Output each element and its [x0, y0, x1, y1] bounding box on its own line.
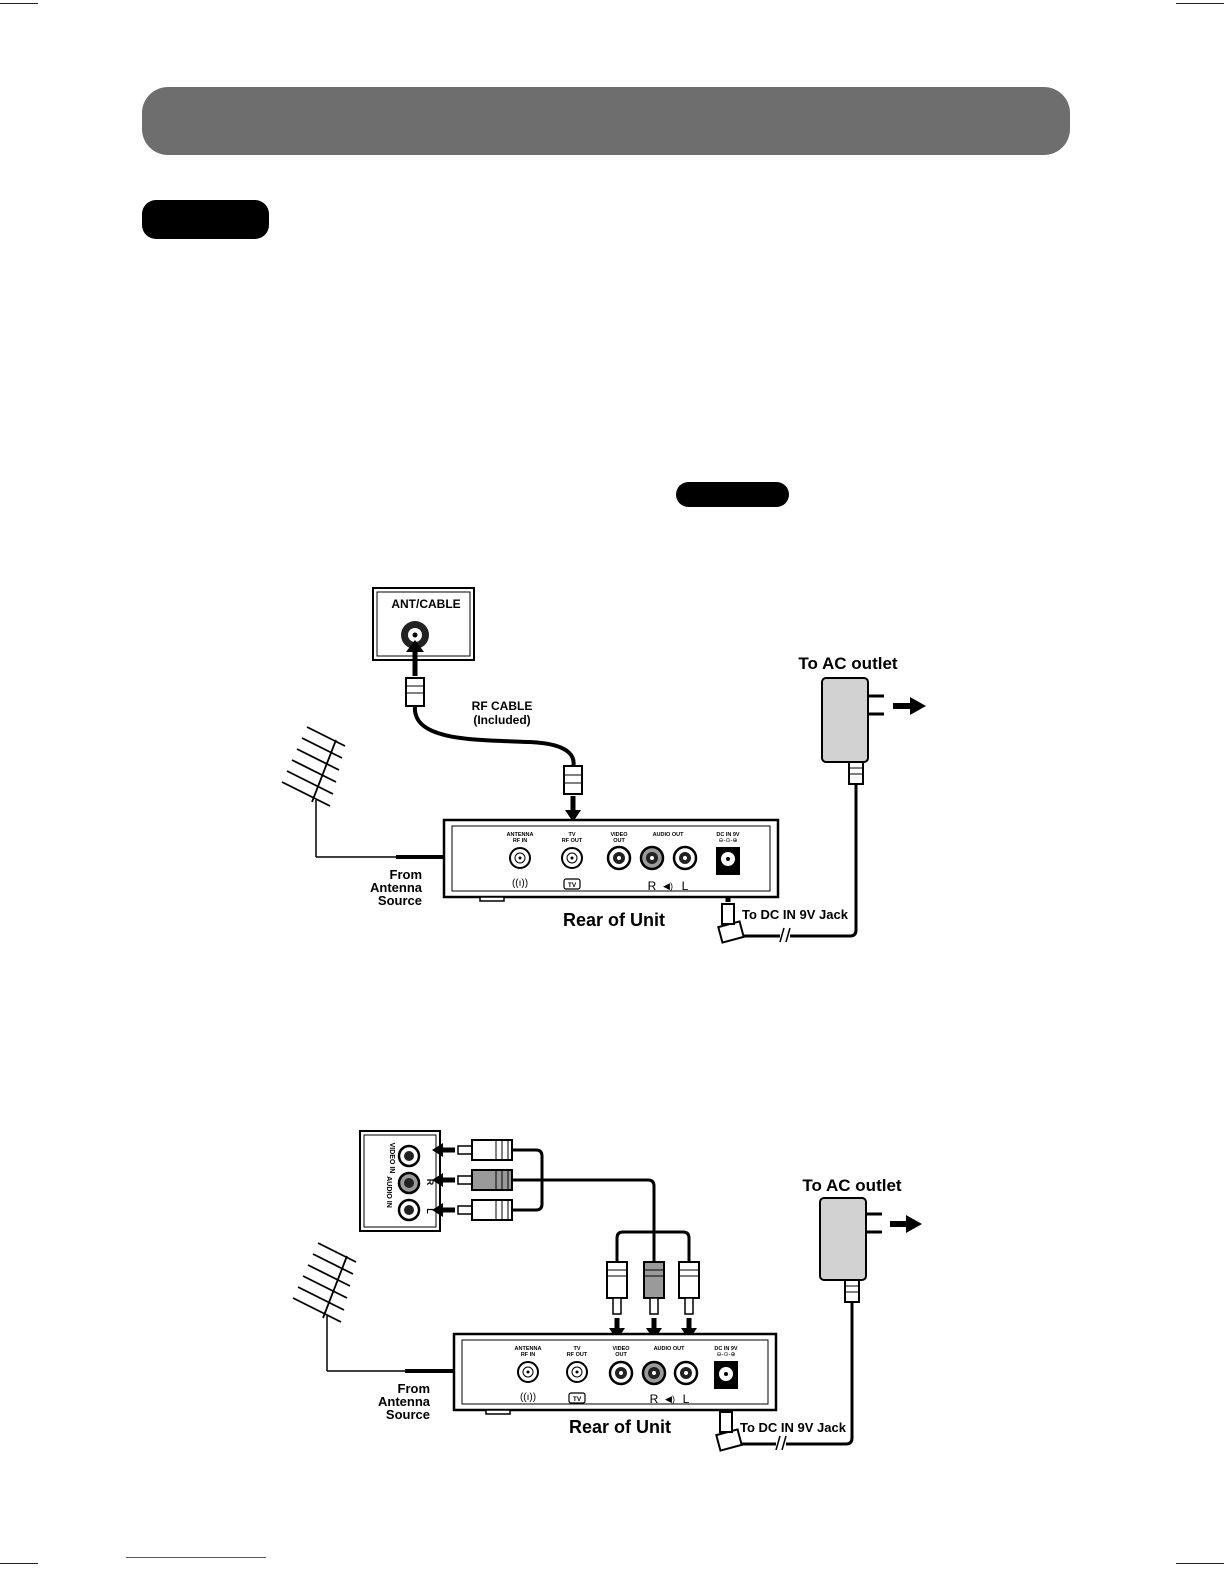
tv-l-label: L	[425, 1208, 435, 1214]
rear-panel: ANTENNA RF IN ((ı)) TV RF OUT TV VIDEO O…	[442, 818, 780, 902]
tv-input-panel: VIDEO IN AUDIO IN R L	[359, 1130, 441, 1232]
rca-plugs-tv-side	[432, 1139, 513, 1221]
from-label: From	[398, 1381, 431, 1396]
video-port-label: VIDEO	[612, 1346, 630, 1352]
antenna-icon	[281, 726, 456, 859]
header-bar	[142, 87, 1070, 155]
tv-port-label: TV	[568, 832, 575, 838]
rca-cable	[512, 1148, 691, 1262]
video-out-port-label: OUT	[613, 838, 625, 844]
antenna-icon	[292, 1242, 465, 1373]
antenna-label: Antenna	[370, 880, 423, 895]
rf-out-port-label: RF OUT	[562, 838, 583, 844]
polarity-icon: ⊖-⊙-⊕	[718, 838, 737, 844]
rf-in-port-label: RF IN	[513, 838, 527, 844]
video-in-label: VIDEO IN	[388, 1143, 395, 1174]
audio-out-label: AUDIO OUT	[653, 832, 685, 838]
av-connection-diagram: VIDEO IN AUDIO IN R L	[0, 1110, 1224, 1490]
polarity-icon: ⊖-⊙-⊕	[716, 1352, 735, 1358]
from-label: From	[390, 867, 423, 882]
source-label: Source	[386, 1407, 430, 1422]
dc-in-label: DC IN 9V	[716, 832, 740, 838]
rf-cable-note: (Included)	[473, 713, 530, 727]
tv-r-label: R	[425, 1179, 435, 1186]
r-label: R	[650, 1392, 659, 1406]
l-label: L	[682, 879, 689, 893]
antenna-port-label: ANTENNA	[507, 832, 534, 838]
ac-adapter-icon	[821, 677, 926, 785]
antenna-connection-diagram: ANT/CABLE RF CABLE (Included) To AC outl…	[0, 570, 1224, 960]
crop-mark	[0, 3, 38, 4]
diagram-1-svg: ANT/CABLE RF CABLE (Included) To AC outl…	[281, 587, 926, 944]
dc-plug-icon	[717, 903, 745, 944]
signal-icon: ((ı))	[520, 1392, 536, 1403]
power-cord	[740, 784, 858, 938]
video-port-label: VIDEO	[610, 832, 628, 838]
crop-mark	[1176, 3, 1224, 4]
rear-of-unit-label: Rear of Unit	[563, 910, 665, 930]
rear-panel: ANTENNA RF IN ((ı)) TV RF OUT TV VIDEO O…	[452, 1332, 778, 1415]
rf-cable-label: RF CABLE	[472, 699, 533, 713]
video-out-port-label: OUT	[615, 1352, 627, 1358]
inline-label-pill	[676, 482, 789, 507]
speaker-icon: ◀)	[663, 881, 673, 891]
dc-jack-label: To DC IN 9V Jack	[740, 1420, 847, 1435]
signal-icon: ((ı))	[512, 878, 528, 889]
footer-rule	[126, 1557, 266, 1558]
ac-outlet-label: To AC outlet	[798, 654, 897, 673]
dc-jack-label: To DC IN 9V Jack	[742, 907, 849, 922]
rf-cable	[405, 677, 583, 822]
source-label: Source	[378, 893, 422, 908]
crop-mark	[0, 1563, 38, 1564]
crop-mark	[1176, 1563, 1224, 1564]
section-label-pill	[142, 200, 269, 239]
tv-badge: TV	[573, 1396, 582, 1403]
rca-plugs-unit-side	[606, 1261, 700, 1340]
rf-out-port-label: RF OUT	[567, 1352, 588, 1358]
speaker-icon: ◀)	[665, 1394, 675, 1404]
l-label: L	[683, 1392, 690, 1406]
tv-port-label: TV	[573, 1346, 580, 1352]
tv-badge: TV	[568, 882, 577, 889]
arrow-down-icon	[565, 810, 581, 822]
ac-outlet-label: To AC outlet	[802, 1176, 901, 1195]
audio-in-label: AUDIO IN	[385, 1176, 392, 1208]
audio-out-label: AUDIO OUT	[654, 1346, 686, 1352]
wall-jack: ANT/CABLE	[372, 587, 475, 661]
antenna-label: Antenna	[378, 1394, 431, 1409]
rear-of-unit-label: Rear of Unit	[569, 1417, 671, 1437]
rf-in-port-label: RF IN	[521, 1352, 535, 1358]
diagram-2-svg: VIDEO IN AUDIO IN R L	[292, 1130, 922, 1452]
dc-in-label: DC IN 9V	[714, 1346, 738, 1352]
power-cord	[738, 1302, 854, 1446]
wall-jack-label: ANT/CABLE	[391, 597, 460, 611]
antenna-port-label: ANTENNA	[515, 1346, 542, 1352]
dc-plug-icon	[715, 1411, 743, 1452]
r-label: R	[648, 879, 657, 893]
ac-adapter-icon	[819, 1197, 922, 1303]
